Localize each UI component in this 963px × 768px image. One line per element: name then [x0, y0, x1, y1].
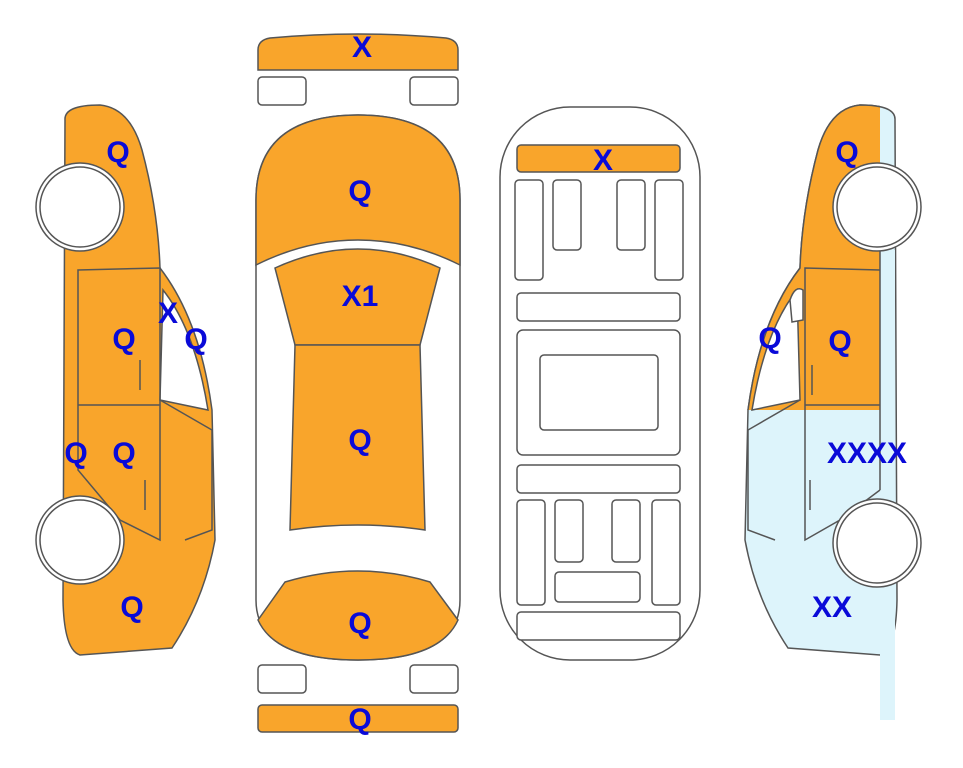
front-left-light [257, 76, 307, 106]
right-front-wheel [832, 162, 922, 252]
rear-bumper[interactable] [257, 704, 459, 733]
damage-label: Q [106, 136, 129, 169]
left-window[interactable] [159, 287, 209, 411]
damage-label: Q [758, 322, 781, 355]
right-rear-wheel [832, 498, 922, 588]
damage-label: Q [348, 424, 371, 457]
trunk[interactable] [257, 570, 459, 661]
damage-label: Q [835, 136, 858, 169]
top-view: X Q X1 Q Q Q [255, 31, 461, 736]
damage-label: Q [120, 591, 143, 624]
damage-label: X [158, 297, 178, 330]
damage-label: XXXX [827, 437, 907, 470]
damage-label: Q [828, 325, 851, 358]
left-side-view: Q X Q Q Q Q Q [35, 104, 216, 656]
roof[interactable] [289, 344, 426, 531]
damage-label: X1 [342, 280, 379, 313]
hood[interactable] [255, 114, 461, 267]
windshield[interactable] [274, 248, 441, 346]
damage-label: Q [348, 175, 371, 208]
left-front-wheel [35, 162, 125, 252]
underside-view: X [499, 106, 701, 661]
damage-label: Q [348, 607, 371, 640]
front-right-light [409, 76, 459, 106]
damage-label: X [352, 31, 372, 64]
rear-right-light [409, 664, 459, 694]
damage-label: Q [348, 703, 371, 736]
damage-label: Q [64, 437, 87, 470]
damage-label: Q [112, 323, 135, 356]
damage-label: Q [112, 437, 135, 470]
left-rear-wheel [35, 495, 125, 585]
right-side-view: Q Q Q XXXX XX [744, 104, 922, 720]
damage-label: XX [812, 591, 852, 624]
front-underbody-bar[interactable] [516, 144, 681, 173]
damage-label: Q [184, 323, 207, 356]
front-bumper[interactable] [257, 33, 459, 71]
rear-left-light [257, 664, 307, 694]
damage-label: X [593, 144, 613, 177]
